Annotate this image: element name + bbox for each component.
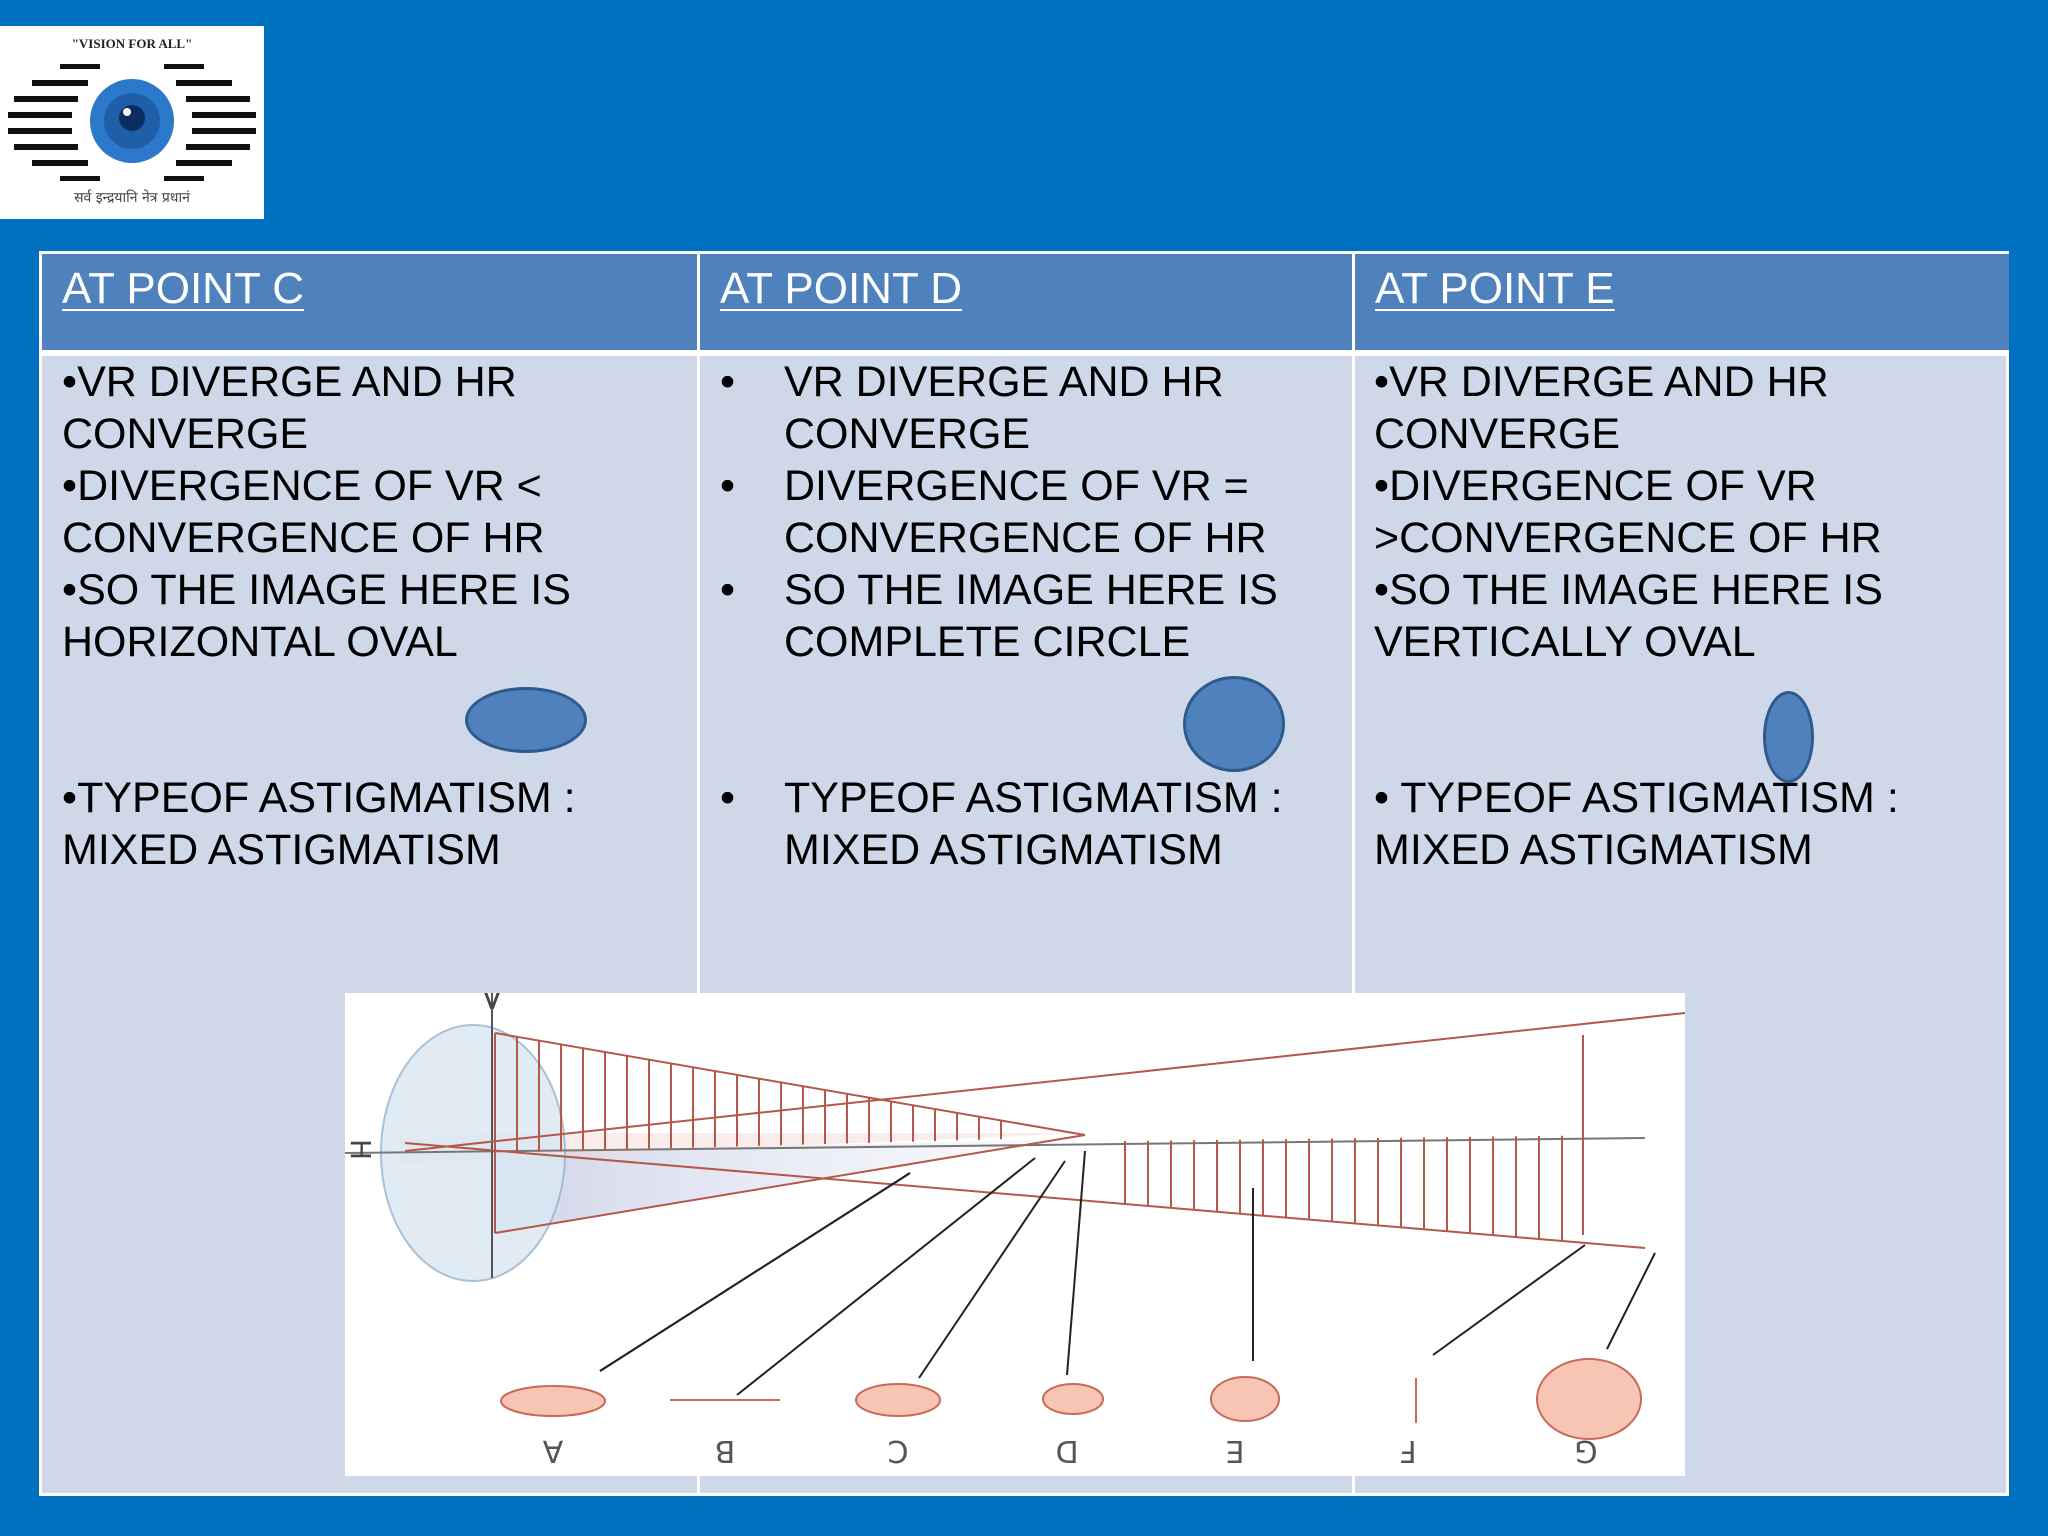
bullet: •: [1374, 774, 1390, 822]
point-label-f: F: [1399, 1433, 1416, 1468]
bullet: •: [720, 462, 736, 510]
h-axis-label: H: [345, 1139, 377, 1160]
bullet: •: [62, 358, 78, 406]
bullet: •: [62, 774, 78, 822]
header-point-d: AT POINT D: [700, 254, 1352, 350]
line-text: HORIZONTAL OVAL: [62, 618, 458, 666]
logo: "VISION FOR ALL" सर्व इन्द्रयानि नेत्र प…: [0, 26, 264, 219]
description-line: •VR DIVERGE AND HR: [1374, 356, 1994, 408]
line-text: VR DIVERGE AND HR: [784, 358, 1224, 406]
line-text: DIVERGENCE OF VR =: [784, 462, 1249, 510]
description-line: CONVERGE: [1374, 408, 1994, 460]
line-text: VERTICALLY OVAL: [1374, 618, 1756, 666]
circle-shape: [1183, 676, 1285, 772]
point-label-d: D: [1055, 1433, 1078, 1468]
bullet: •: [1374, 566, 1390, 614]
header-point-e: AT POINT E: [1355, 254, 2009, 350]
type-line: • TYPEOF ASTIGMATISM :: [718, 772, 1338, 824]
line-text: VR DIVERGE AND HR: [1389, 358, 1829, 406]
type-line: MIXED ASTIGMATISM: [1374, 824, 1994, 876]
line-text: TYPEOF ASTIGMATISM :: [77, 774, 576, 822]
line-text: SO THE IMAGE HERE IS: [784, 566, 1278, 614]
spacer: [1374, 668, 1994, 772]
line-text: SO THE IMAGE HERE IS: [1389, 566, 1883, 614]
logo-tagline: "VISION FOR ALL": [72, 36, 193, 51]
line-text: CONVERGENCE OF HR: [784, 514, 1267, 562]
description-line: VERTICALLY OVAL: [1374, 616, 1994, 668]
description-line: •SO THE IMAGE HERE IS: [1374, 564, 1994, 616]
header-divider: [42, 350, 2006, 356]
point-label-c: C: [888, 1433, 909, 1468]
line-text: CONVERGE: [1374, 410, 1621, 458]
astigmatism-diagram: V H A B C D E F G: [345, 993, 1685, 1476]
description-line: HORIZONTAL OVAL: [62, 616, 682, 668]
description-line: •DIVERGENCE OF VR <: [62, 460, 682, 512]
description-line: COMPLETE CIRCLE: [718, 616, 1338, 668]
type-line: •TYPEOF ASTIGMATISM :: [62, 772, 682, 824]
bullet: •: [720, 566, 736, 614]
bullet: •: [62, 462, 78, 510]
description-line: • VR DIVERGE AND HR: [718, 356, 1338, 408]
type-line: MIXED ASTIGMATISM: [718, 824, 1338, 876]
point-label-b: B: [715, 1433, 736, 1468]
bullet: •: [62, 566, 78, 614]
description-line: •DIVERGENCE OF VR: [1374, 460, 1994, 512]
description-line: CONVERGE: [62, 408, 682, 460]
line-text: DIVERGENCE OF VR <: [77, 462, 542, 510]
line-text: TYPEOF ASTIGMATISM :: [784, 774, 1283, 822]
description-line: CONVERGE: [718, 408, 1338, 460]
point-label-g: G: [1574, 1433, 1597, 1468]
description-line: >CONVERGENCE OF HR: [1374, 512, 1994, 564]
bullet: •: [1374, 358, 1390, 406]
description-line: CONVERGENCE OF HR: [62, 512, 682, 564]
description-line: •SO THE IMAGE HERE IS: [62, 564, 682, 616]
line-text: DIVERGENCE OF VR: [1389, 462, 1817, 510]
spacer: [62, 668, 682, 772]
line-text: TYPEOF ASTIGMATISM :: [1389, 774, 1899, 822]
type-line: MIXED ASTIGMATISM: [62, 824, 682, 876]
line-text: >CONVERGENCE OF HR: [1374, 514, 1882, 562]
description-line: •VR DIVERGE AND HR: [62, 356, 682, 408]
v-axis-label: V: [482, 993, 503, 1017]
line-text: CONVERGENCE OF HR: [62, 514, 545, 562]
header-point-c: AT POINT C: [42, 254, 697, 350]
column-divider: [1352, 254, 1355, 1493]
bullet: •: [720, 358, 736, 406]
description-line: • DIVERGENCE OF VR =: [718, 460, 1338, 512]
line-text: SO THE IMAGE HERE IS: [77, 566, 571, 614]
type-line: • TYPEOF ASTIGMATISM :: [1374, 772, 1994, 824]
line-text: CONVERGE: [784, 410, 1031, 458]
description-line: CONVERGENCE OF HR: [718, 512, 1338, 564]
logo-motto: सर्व इन्द्रयानि नेत्र प्रधानं: [74, 189, 190, 206]
column-divider: [697, 254, 700, 1493]
line-text: MIXED ASTIGMATISM: [62, 826, 501, 874]
horizontal-oval-shape: [465, 687, 587, 753]
point-label-a: A: [542, 1433, 563, 1468]
bullet: •: [720, 774, 736, 822]
line-text: MIXED ASTIGMATISM: [784, 826, 1223, 874]
description-line: • SO THE IMAGE HERE IS: [718, 564, 1338, 616]
vertical-oval-shape: [1763, 691, 1814, 783]
point-label-e: E: [1226, 1433, 1245, 1468]
line-text: VR DIVERGE AND HR: [77, 358, 517, 406]
line-text: CONVERGE: [62, 410, 309, 458]
bullet: •: [1374, 462, 1390, 510]
line-text: COMPLETE CIRCLE: [784, 618, 1191, 666]
line-text: MIXED ASTIGMATISM: [1374, 826, 1813, 874]
